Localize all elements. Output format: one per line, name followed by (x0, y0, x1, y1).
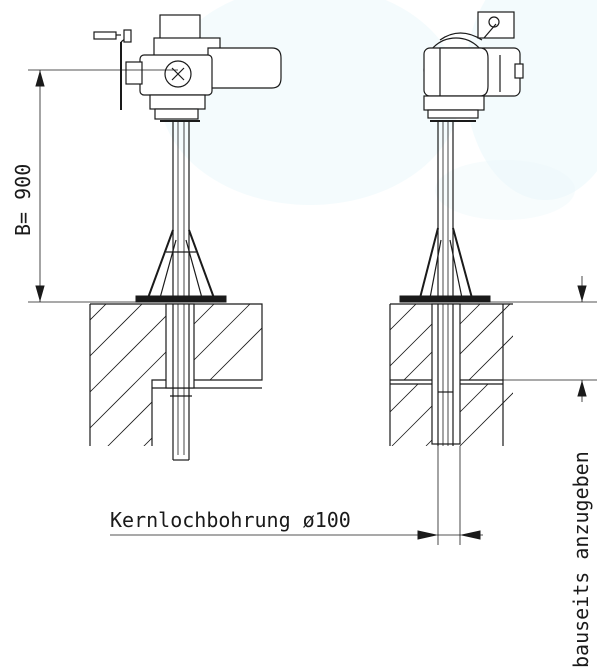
right-floor-slab (389, 303, 513, 446)
left-floor-slab (89, 303, 263, 461)
right-view (389, 11, 524, 446)
dimension-bore (110, 446, 483, 545)
left-view (89, 14, 282, 461)
dimension-slab (485, 276, 597, 402)
background-watermark (160, 0, 597, 220)
site-specified-label: bauseits anzugeben (569, 451, 593, 668)
dimension-b (28, 69, 180, 303)
right-actuator (423, 11, 524, 119)
left-shaft (135, 120, 227, 303)
right-shaft (399, 120, 491, 303)
left-actuator (93, 14, 282, 120)
core-drilling-label: Kernlochbohrung ø100 (110, 508, 351, 532)
height-dimension-label: B= 900 (11, 164, 35, 236)
